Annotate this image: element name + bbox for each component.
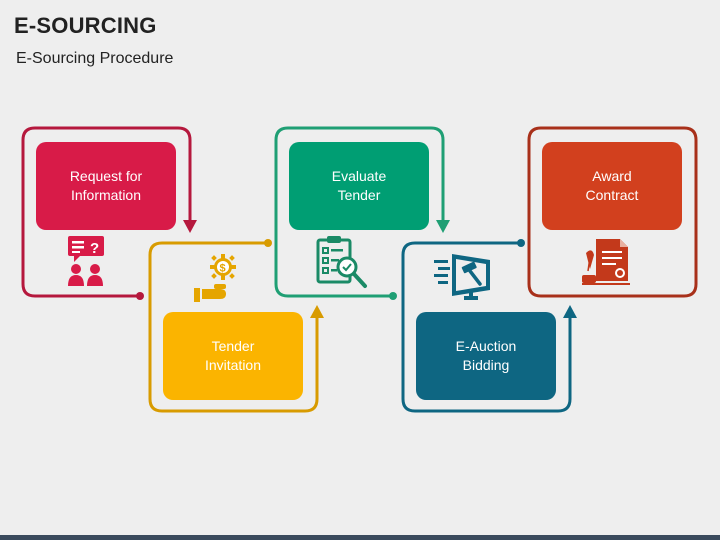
questionnaire-people-icon: ?: [68, 236, 104, 286]
arrow-up-step-4: [563, 305, 577, 318]
frame-step-4: [401, 241, 572, 413]
step-card-tender-invitation: Tender Invitation: [163, 312, 303, 400]
monitor-gavel-icon: [434, 254, 490, 300]
bottom-bar: [0, 535, 720, 540]
frame-step-1: [21, 126, 192, 298]
dot-step-4: [517, 239, 525, 247]
frame-step-2: [148, 241, 319, 413]
frame-step-3: [274, 126, 445, 298]
step-card-evaluate-tender: Evaluate Tender: [289, 142, 429, 230]
arrow-up-step-2: [310, 305, 324, 318]
svg-text:?: ?: [90, 240, 99, 257]
contract-quill-certificate-icon: [582, 239, 630, 285]
dot-step-2: [264, 239, 272, 247]
dot-step-3: [389, 292, 397, 300]
arrow-down-step-1: [183, 220, 197, 233]
step-card-e-auction-bidding: E-Auction Bidding: [416, 312, 556, 400]
arrow-down-step-3: [436, 220, 450, 233]
hand-gear-dollar-icon: $: [194, 254, 236, 302]
svg-text:$: $: [220, 263, 226, 275]
frame-step-5: [527, 126, 698, 298]
page-title: E-SOURCING: [14, 13, 157, 38]
page-subtitle: E-Sourcing Procedure: [16, 50, 174, 67]
clipboard-checklist-magnifier-icon: [316, 236, 367, 288]
dot-step-1: [136, 292, 144, 300]
step-card-request-for-information: Request for Information: [36, 142, 176, 230]
step-card-award-contract: Award Contract: [542, 142, 682, 230]
